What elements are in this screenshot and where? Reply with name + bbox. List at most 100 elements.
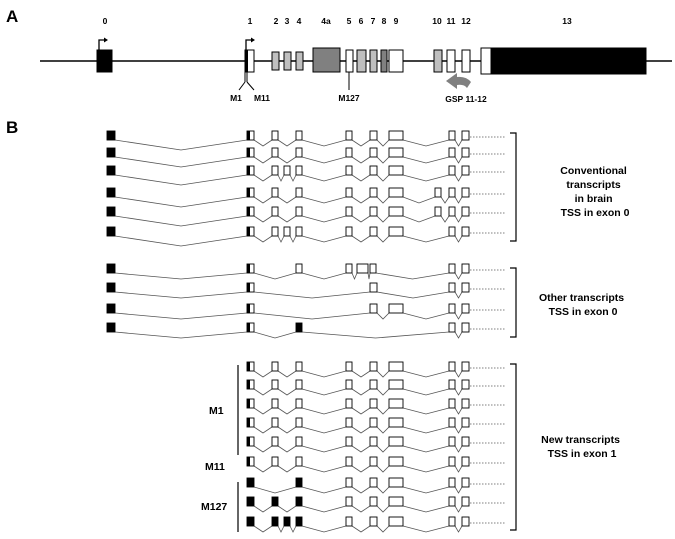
intron-line	[277, 407, 297, 415]
exon-number-6: 6	[359, 16, 364, 26]
intron-line	[277, 388, 297, 396]
panel-label-a: A	[6, 7, 18, 26]
transcript-exon-5	[345, 516, 353, 527]
transcript-exon-1-coding	[247, 148, 250, 157]
transcript-row	[246, 361, 505, 378]
tss-arrow-exon-0	[98, 39, 106, 50]
other-line-2: TSS in exon 0	[549, 306, 618, 318]
transcript-exon-12	[461, 398, 470, 409]
intron-line	[277, 525, 285, 533]
intron-line	[454, 312, 463, 320]
transcript-exon-3	[283, 165, 291, 176]
intron-line	[454, 156, 463, 164]
transcript-exon-6-7	[356, 263, 369, 274]
intron-line	[301, 486, 347, 494]
subgroup-label-m11: M11	[205, 461, 225, 473]
transcript-exon-2	[271, 361, 279, 372]
m1-leader	[238, 81, 246, 91]
transcript-exon-6	[369, 361, 378, 372]
intron-line	[454, 465, 463, 473]
transcript-exon-4	[295, 436, 303, 447]
transcript-exon-1	[246, 477, 255, 488]
intron-line	[454, 272, 463, 280]
exon-5	[345, 49, 354, 73]
intron-line	[253, 139, 273, 147]
exon-4	[295, 51, 304, 71]
conventional-line-2: transcripts	[566, 179, 620, 191]
transcript-exon-6	[369, 477, 378, 488]
intron-line	[351, 407, 371, 415]
exon-13	[490, 47, 647, 75]
gene-model-exons	[96, 47, 647, 75]
transcript-exon-0	[106, 147, 116, 158]
intron-line	[277, 465, 297, 473]
intron-line	[376, 486, 390, 494]
transcript-exon-0	[106, 282, 116, 293]
intron-line	[402, 445, 450, 453]
intron-line	[253, 525, 273, 533]
transcript-exon-5	[345, 398, 353, 409]
intron-line	[454, 505, 463, 513]
transcript-exon-1-coding	[247, 264, 250, 273]
transcript-exon-12	[461, 456, 470, 467]
transcript-exon-11	[448, 361, 456, 372]
exon-0	[96, 49, 113, 73]
transcript-exon-11	[448, 303, 456, 314]
transcript-exon-9	[388, 436, 404, 447]
intron-line	[376, 388, 390, 396]
transcript-exon-11	[448, 516, 456, 527]
transcript-exon-9	[388, 496, 404, 507]
intron-line	[402, 196, 436, 204]
intron-line	[253, 215, 273, 223]
group-label-other: Other transcripts TSS in exon 0	[539, 292, 627, 318]
transcript-exon-11	[448, 379, 456, 390]
exon-number-7: 7	[371, 16, 376, 26]
intron-line	[402, 139, 450, 147]
intron-line	[301, 505, 347, 513]
transcript-exon-12	[461, 417, 470, 428]
transcript-exon-12	[461, 206, 470, 217]
intron-line	[402, 156, 450, 164]
transcript-exon-4	[295, 379, 303, 390]
transcript-exon-2	[271, 187, 279, 198]
transcript-exon-5	[345, 361, 353, 372]
conventional-line-1: Conventional	[560, 165, 627, 177]
intron-line	[376, 525, 390, 533]
intron-line	[351, 445, 371, 453]
transcript-exon-2	[271, 456, 279, 467]
exon-number-1: 1	[248, 16, 253, 26]
intron-line	[376, 291, 450, 299]
intron-line	[301, 407, 347, 415]
intron-line	[402, 426, 450, 434]
transcript-exon-5	[345, 130, 353, 141]
other-line-1: Other transcripts	[539, 292, 624, 304]
intron-line	[376, 174, 390, 182]
intron-line	[253, 465, 273, 473]
intron-line	[454, 445, 463, 453]
intron-line	[277, 426, 297, 434]
transcript-exon-6	[369, 303, 378, 314]
exon-12	[461, 49, 471, 73]
transcript-exon-4	[295, 496, 303, 507]
intron-line	[253, 486, 297, 494]
transcript-exon-9	[388, 379, 404, 390]
transcript-row	[106, 303, 505, 320]
transcript-exon-11	[448, 496, 456, 507]
intron-line	[301, 331, 450, 339]
intron-line	[277, 445, 297, 453]
exon-number-10: 10	[432, 16, 442, 26]
transcript-exon-5	[345, 206, 353, 217]
transcript-exon-5	[345, 456, 353, 467]
intron-line	[301, 235, 347, 243]
new-line-2: TSS in exon 1	[548, 448, 617, 460]
transcript-exon-0	[106, 303, 116, 314]
transcript-exon-9	[388, 303, 404, 314]
m11-leader	[246, 81, 255, 91]
exon-11	[446, 49, 456, 73]
transcript-exon-11	[448, 165, 456, 176]
intron-line	[351, 486, 371, 494]
transcript-exon-4	[295, 187, 303, 198]
transcript-row	[246, 456, 505, 473]
intron-line	[289, 235, 297, 243]
intron-line	[376, 370, 390, 378]
